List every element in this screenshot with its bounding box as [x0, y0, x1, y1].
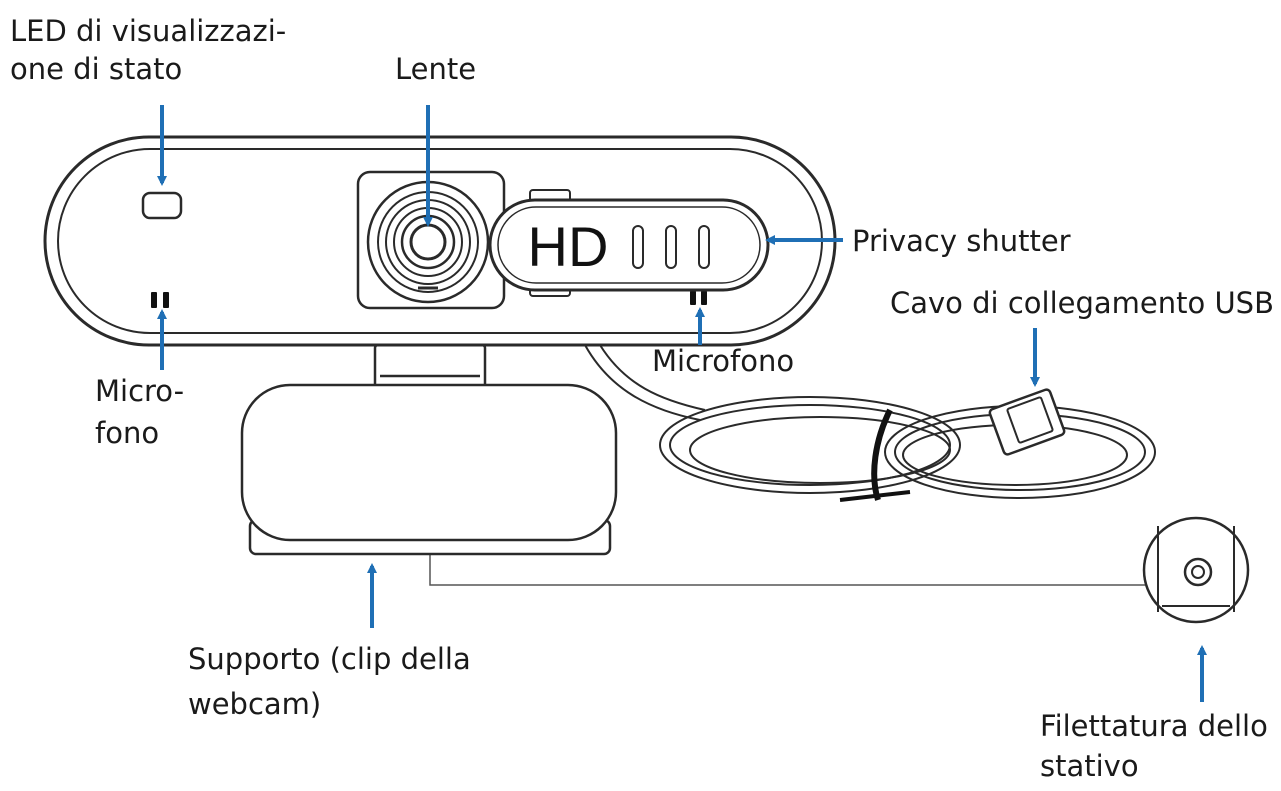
usb-plug — [988, 388, 1066, 456]
label-tripod-line1: Filettatura dello — [1040, 709, 1268, 743]
microphone-right — [690, 291, 707, 305]
status-led — [141, 191, 183, 220]
label-tripod-line2: stativo — [1040, 749, 1139, 783]
tripod-thread — [1183, 557, 1213, 587]
grip-ridge — [665, 225, 677, 269]
label-led-line1: LED di visualizzazi- — [10, 14, 287, 48]
grip-ridge — [698, 225, 710, 269]
label-mount-line2: webcam) — [188, 687, 322, 721]
microphone-left — [151, 292, 169, 308]
label-microphone-right: Microfono — [652, 344, 795, 378]
camera-hinge — [373, 343, 487, 389]
mount-clip — [240, 383, 618, 556]
hd-badge: HD — [528, 215, 609, 278]
callout-arrows — [157, 105, 1207, 702]
label-microphone-left-line2: fono — [95, 416, 160, 450]
label-privacy-shutter: Privacy shutter — [852, 224, 1071, 258]
lens — [366, 180, 490, 304]
label-led-line2: one di stato — [10, 52, 183, 86]
grip-ridge — [632, 225, 644, 269]
label-lens: Lente — [395, 52, 477, 86]
usb-cable — [584, 344, 1156, 502]
tripod-thread-inset — [1142, 516, 1250, 624]
camera-body: HD — [43, 135, 837, 347]
label-microphone-left-line1: Micro- — [95, 374, 185, 408]
label-mount-line1: Supporto (clip della — [188, 642, 471, 676]
privacy-shutter: HD — [488, 198, 770, 292]
label-usb-cable: Cavo di collegamento USB — [890, 286, 1274, 320]
